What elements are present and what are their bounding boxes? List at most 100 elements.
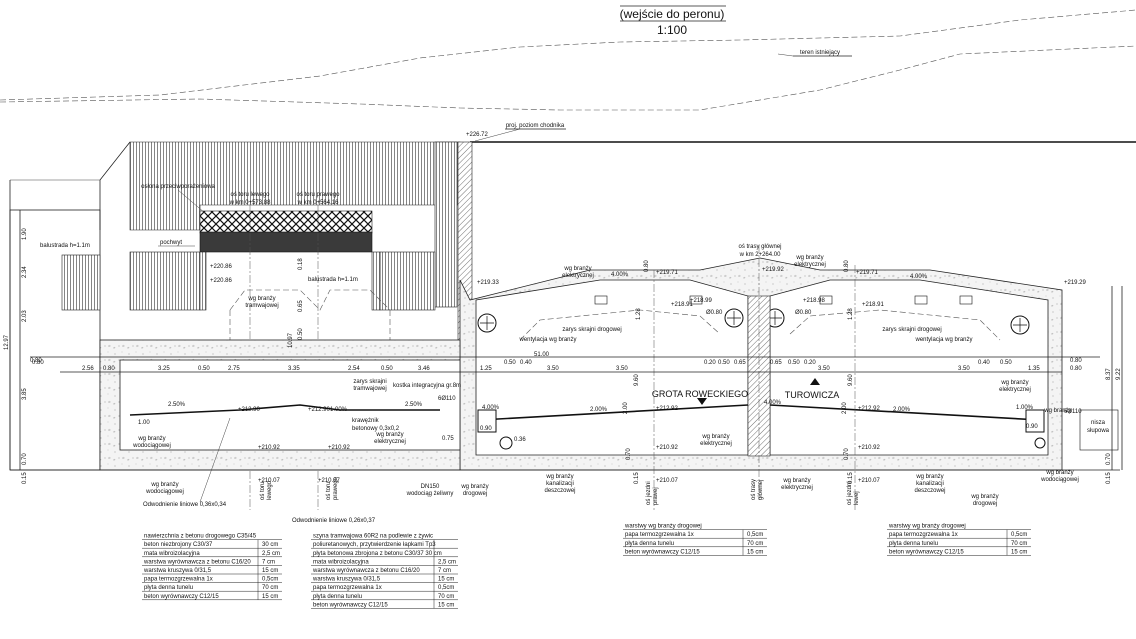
dim-hm-2: 0.50 bbox=[504, 360, 516, 366]
elev-1: +220.86 bbox=[210, 264, 233, 270]
electric-right-1: wg branży bbox=[782, 478, 810, 484]
axis-labels: oś toru lewego oś toru prawego oś jezdni… bbox=[260, 476, 860, 505]
krawężnik-1: krawężnik bbox=[352, 418, 380, 424]
layer-name: warstwy wg branży drogowej bbox=[888, 524, 966, 530]
electric-far-2: elektrycznej bbox=[999, 387, 1031, 393]
balustrade-left-label: balustrada h=1.1m bbox=[40, 243, 90, 249]
dim-lv-5: 3.85 bbox=[22, 388, 28, 400]
layer-name: mata wibroizolacyjna bbox=[313, 559, 369, 565]
dim-hm-7: 0.50 bbox=[718, 360, 730, 366]
drawing-header: (wejście do peronu) 1:100 bbox=[620, 5, 726, 37]
dim-ht-4: 2.75 bbox=[228, 366, 240, 372]
layer-name: papa termozgrzewalna 1x bbox=[889, 532, 958, 538]
misc-dim-1: 1.00 bbox=[138, 420, 150, 426]
layer-name: szyna tramwajowa 60R2 na podlewie z żywi… bbox=[313, 534, 433, 540]
wg-water-low-2: wodociągowej bbox=[145, 489, 184, 495]
dim-misc-10: 9.60 bbox=[848, 374, 854, 386]
lower-left-labels: 1.00 wg branży wodociągowej wg branży wo… bbox=[132, 379, 1079, 524]
electric-label-4: elektrycznej bbox=[794, 262, 826, 268]
layer-thickness: 15 cm bbox=[262, 594, 278, 600]
electric-left-1: wg branży bbox=[375, 432, 403, 438]
road-right-1: wg branży bbox=[970, 494, 998, 500]
dim-ht-6: 2.54 bbox=[348, 366, 360, 372]
handrail-label: pochwyt bbox=[160, 240, 182, 246]
dim-misc-7: 1.28 bbox=[636, 308, 642, 320]
layer-thickness: 2,5 cm bbox=[262, 551, 280, 557]
dim-lv-1: 2.34 bbox=[22, 266, 28, 278]
dim-hm-6: 0.20 bbox=[704, 360, 716, 366]
slope-3: 4.00% bbox=[611, 272, 629, 278]
wg-tram-1: wg branży bbox=[247, 296, 275, 302]
kostka-label: kostka integracyjna gr.8m bbox=[393, 383, 461, 389]
elev-2: +220.86 bbox=[210, 278, 233, 284]
layer-thickness: 7 cm bbox=[262, 559, 275, 565]
layer-name: płyta denna tunelu bbox=[313, 594, 362, 600]
elev-19: +210.92 bbox=[858, 445, 881, 451]
niche-label-1: nisza bbox=[1091, 420, 1106, 426]
drain-label-1: Odwodnienie liniowe 0,36x0,34 bbox=[143, 502, 227, 508]
dim-misc-4b: 0.90 bbox=[1026, 424, 1038, 430]
dn150-2: wodociąg żeliwny bbox=[406, 491, 454, 497]
dim-ht-0: 2.56 bbox=[82, 366, 94, 372]
slope-1: 2.50% bbox=[168, 402, 186, 408]
tunnel-structure bbox=[10, 245, 1120, 510]
layer-table: nawierzchnia z betonu drogowego C35/45be… bbox=[142, 534, 282, 601]
elev-9: +218.99 bbox=[690, 298, 713, 304]
slope-4: 4.00% bbox=[910, 274, 928, 280]
slope-2: 2.50% bbox=[405, 402, 423, 408]
dim-hm-10: 0.50 bbox=[788, 360, 800, 366]
road-left-2: drogowej bbox=[463, 491, 487, 497]
dim-rv-0: 8.37 bbox=[1106, 368, 1112, 380]
dim-hm-12: 3.50 bbox=[818, 366, 830, 372]
track-left-label-2: w km 0+573.88 bbox=[229, 200, 272, 206]
layer-thickness: 15 cm bbox=[1011, 549, 1027, 555]
wg-water-low-1: wg branży bbox=[150, 482, 178, 488]
dim-misc-1: 0.65 bbox=[298, 300, 304, 312]
dim-misc-20: 10.97 bbox=[288, 332, 294, 348]
bar-label: 6Ø110 bbox=[1064, 409, 1082, 415]
elev-5: +219.71 bbox=[656, 270, 679, 276]
elev-4: +219.92 bbox=[762, 267, 785, 273]
layer-name: warstwa wyrównawcza z betonu C16/20 bbox=[312, 568, 420, 574]
axis-tor-2: lewego bbox=[267, 480, 273, 500]
layer-name: warstwa wyrównawcza z betonu C16/20 bbox=[143, 559, 251, 565]
electric-right-2: elektrycznej bbox=[781, 485, 813, 491]
dim-lv-0: 1.90 bbox=[22, 228, 28, 240]
turowicza-label: TUROWICZA bbox=[785, 390, 840, 400]
elev-10: +218.98 bbox=[803, 298, 826, 304]
dim-misc-6: 0.75 bbox=[442, 436, 454, 442]
layer-thickness: 70 cm bbox=[438, 594, 454, 600]
dim-misc-16: 0.15 bbox=[848, 472, 854, 484]
water-right-2: wodociągowej bbox=[1040, 477, 1079, 483]
layer-name: papa termozgrzewalna 1x bbox=[625, 532, 694, 538]
elev-16: +210.92 bbox=[258, 445, 281, 451]
dim-hm-8: 0.65 bbox=[734, 360, 746, 366]
diameter-1: Ø0.80 bbox=[706, 310, 723, 316]
sewer-right-1: wg branży bbox=[915, 474, 943, 480]
dim-misc-8: 1.28 bbox=[848, 308, 854, 320]
dim-lv-2: 2.03 bbox=[22, 310, 28, 322]
drain-label-2: Odwodnienie liniowe 0,26x0,37 bbox=[292, 518, 376, 524]
elev-21: +210.07 bbox=[318, 478, 341, 484]
sewer-left-2: kanalizacji bbox=[546, 481, 574, 487]
niche-label-2: słupowa bbox=[1087, 428, 1110, 434]
dim-ht-3: 0.50 bbox=[198, 366, 210, 372]
layer-thickness: 15 cm bbox=[438, 602, 454, 608]
sewer-right-3: deszczowej bbox=[914, 488, 945, 494]
dim-ht-2: 3.25 bbox=[158, 366, 170, 372]
layer-thickness: 15 cm bbox=[747, 549, 763, 555]
slope-9: 1.00% bbox=[330, 407, 348, 413]
layer-thickness: 0,5cm bbox=[747, 532, 763, 538]
sidewalk-level: proj. poziom chodnika +226.72 bbox=[466, 123, 1136, 143]
slope-labels: 2.50% 2.50% 4.00% 4.00% 2.00% 2.00% 4.00… bbox=[168, 272, 1034, 413]
electric-mid-1: wg branży bbox=[701, 434, 729, 440]
elev-12: +212.90 bbox=[238, 407, 261, 413]
track-right-label-1: oś toru prawego bbox=[296, 192, 340, 198]
dim-misc-2: 0.18 bbox=[298, 258, 304, 270]
dim-overall: 51.00 bbox=[534, 352, 550, 358]
wg-tram-2: tramwajowej bbox=[245, 303, 278, 309]
layer-thickness: 2,5 cm bbox=[438, 559, 456, 565]
layer-name: papa termozgrzewalna 1x bbox=[313, 585, 382, 591]
dim-misc-17: 0.80 bbox=[644, 260, 650, 272]
